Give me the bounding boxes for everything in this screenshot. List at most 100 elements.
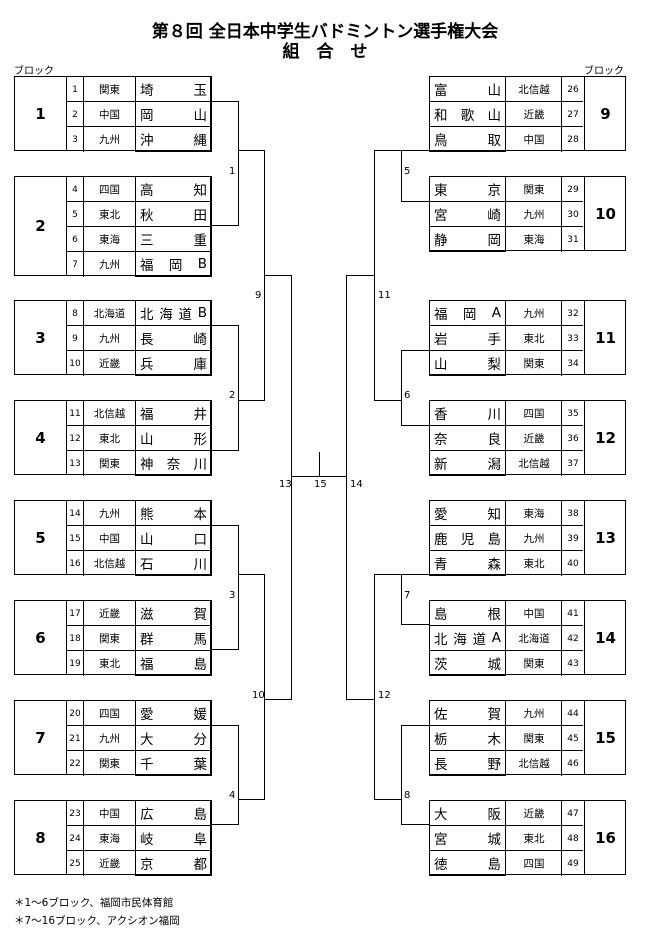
team-region: 近畿 [523,808,545,820]
row-divider [430,101,583,102]
team-number: 4 [72,184,78,195]
row-divider [430,625,583,626]
block-number: 11 [584,301,626,374]
round-13-label: 13 [279,479,292,490]
team-prefecture: 静岡 [429,226,506,252]
row-divider [430,226,583,227]
team-region: 関東 [523,184,545,196]
block-number: 6 [15,601,67,674]
team-number: 38 [561,501,584,526]
line-r9 [238,150,265,401]
team-region: 九州 [523,533,545,545]
team-row: 31 東海 静岡 [429,226,625,252]
row-divider [430,350,583,351]
line-r10 [238,574,265,800]
team-region: 近畿 [523,109,545,121]
row-divider [430,650,583,651]
row-divider [430,126,583,127]
team-region: 北信越 [83,401,135,426]
line-r2 [211,325,239,451]
round-5-label: 5 [404,166,411,177]
team-region: 四国 [523,408,545,420]
team-region: 東海 [83,826,135,851]
team-region: 東海 [523,234,545,246]
team-region: 四国 [83,177,135,202]
block-number: 7 [15,701,67,774]
round-1-label: 1 [229,166,236,177]
team-region: 中国 [83,526,135,551]
team-number: 47 [561,801,584,826]
team-region: 中国 [83,801,135,826]
team-number: 30 [561,202,584,227]
team-prefecture: 神奈川 [135,450,212,476]
team-region: 九州 [83,252,135,277]
row-divider [430,425,583,426]
line-r13 [264,275,292,700]
team-number: 9 [72,333,78,344]
team-number: 3 [72,134,78,145]
team-region: 近畿 [83,601,135,626]
round-12-label: 12 [378,690,391,701]
row-divider [430,201,583,202]
team-prefecture: 鹿児島 [429,525,506,551]
line-r11 [374,150,402,401]
page-subtitle: 組 合 せ [282,42,368,62]
team-region: 近畿 [523,433,545,445]
team-number: 16 [69,558,81,569]
team-region: 北海道 [518,633,550,645]
round-15-label: 15 [314,479,327,490]
line-r5 [401,150,429,202]
team-prefecture: 新潟 [429,450,506,476]
team-number: 35 [561,401,584,426]
team-prefecture: 石川 [135,550,212,576]
row-divider [430,750,583,751]
round-6-label: 6 [404,390,411,401]
team-number: 31 [561,227,584,252]
block-number: 5 [15,501,67,574]
team-number: 37 [561,451,584,476]
block-label-left: ブロック [14,66,54,77]
team-prefecture: 鳥取 [429,126,506,152]
line-r14 [346,275,375,700]
team-number: 12 [69,433,81,444]
team-number: 10 [69,358,81,369]
row-divider [430,725,583,726]
note-venue-2: ＊7～16ブロック、アクシオン福岡 [14,915,180,927]
line-r12 [374,574,402,800]
team-prefecture: 京都 [135,850,212,876]
team-number: 21 [69,733,81,744]
team-region: 東北 [523,558,545,570]
line-r1 [211,101,239,226]
team-region: 関東 [523,358,545,370]
team-number: 46 [561,751,584,776]
team-prefecture: 茨城 [429,650,506,676]
row-divider [430,525,583,526]
team-number: 5 [72,209,78,220]
team-number: 28 [561,127,584,152]
block-number: 12 [584,401,626,474]
page-title: 第８回 全日本中学生バドミントン選手権大会 [151,22,499,42]
team-region: 九州 [523,209,545,221]
line-r4 [211,725,239,825]
row-divider [430,850,583,851]
team-region: 北信越 [518,84,550,96]
team-region: 中国 [523,608,545,620]
team-region: 関東 [83,77,135,102]
